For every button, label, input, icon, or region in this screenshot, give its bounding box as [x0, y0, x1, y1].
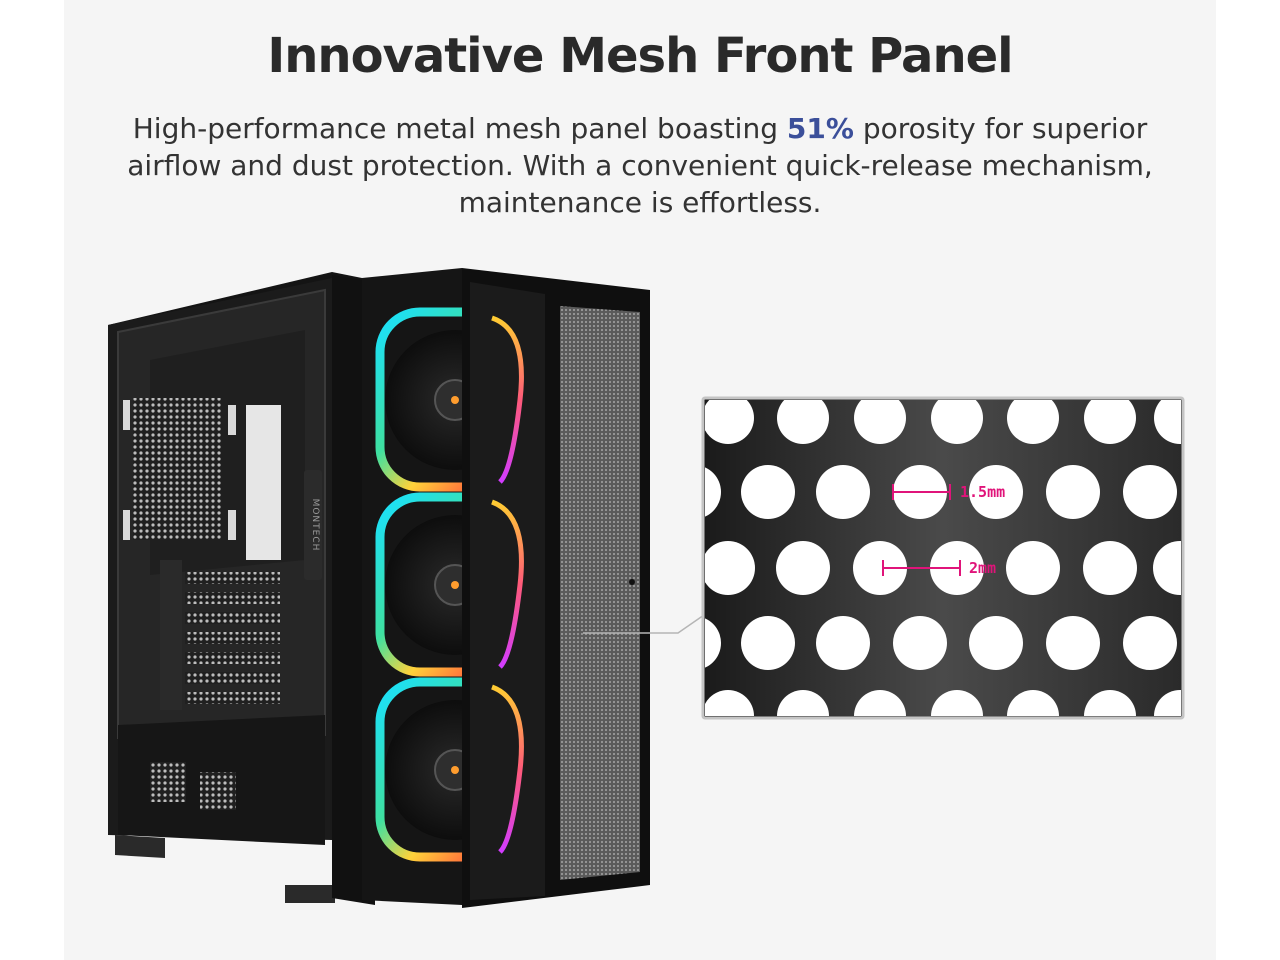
mesh-front-door	[462, 268, 650, 908]
page-title: Innovative Mesh Front Panel	[267, 28, 1013, 84]
hole-diameter-label: 1.5mm	[960, 483, 1005, 501]
hole-diameter-dimension: 1.5mm	[892, 483, 1005, 501]
pci-slots	[160, 560, 280, 710]
porosity-value: 51%	[786, 112, 854, 145]
pc-case: MONTECH	[108, 268, 650, 908]
description-text-2: porosity for superior airflow and dust p…	[127, 112, 1153, 219]
description-text-1: High-performance metal mesh panel boasti…	[132, 112, 787, 145]
callout-line	[583, 614, 705, 634]
brand-label: MONTECH	[310, 499, 320, 552]
page-description: High-performance metal mesh panel boasti…	[100, 110, 1180, 221]
hole-pitch-label: 2mm	[969, 559, 996, 577]
mesh-zoom-view: 1.5mm 2mm	[701, 396, 1185, 720]
mesh-hole-icon	[705, 400, 1181, 716]
hole-pitch-dimension: 2mm	[882, 559, 996, 577]
